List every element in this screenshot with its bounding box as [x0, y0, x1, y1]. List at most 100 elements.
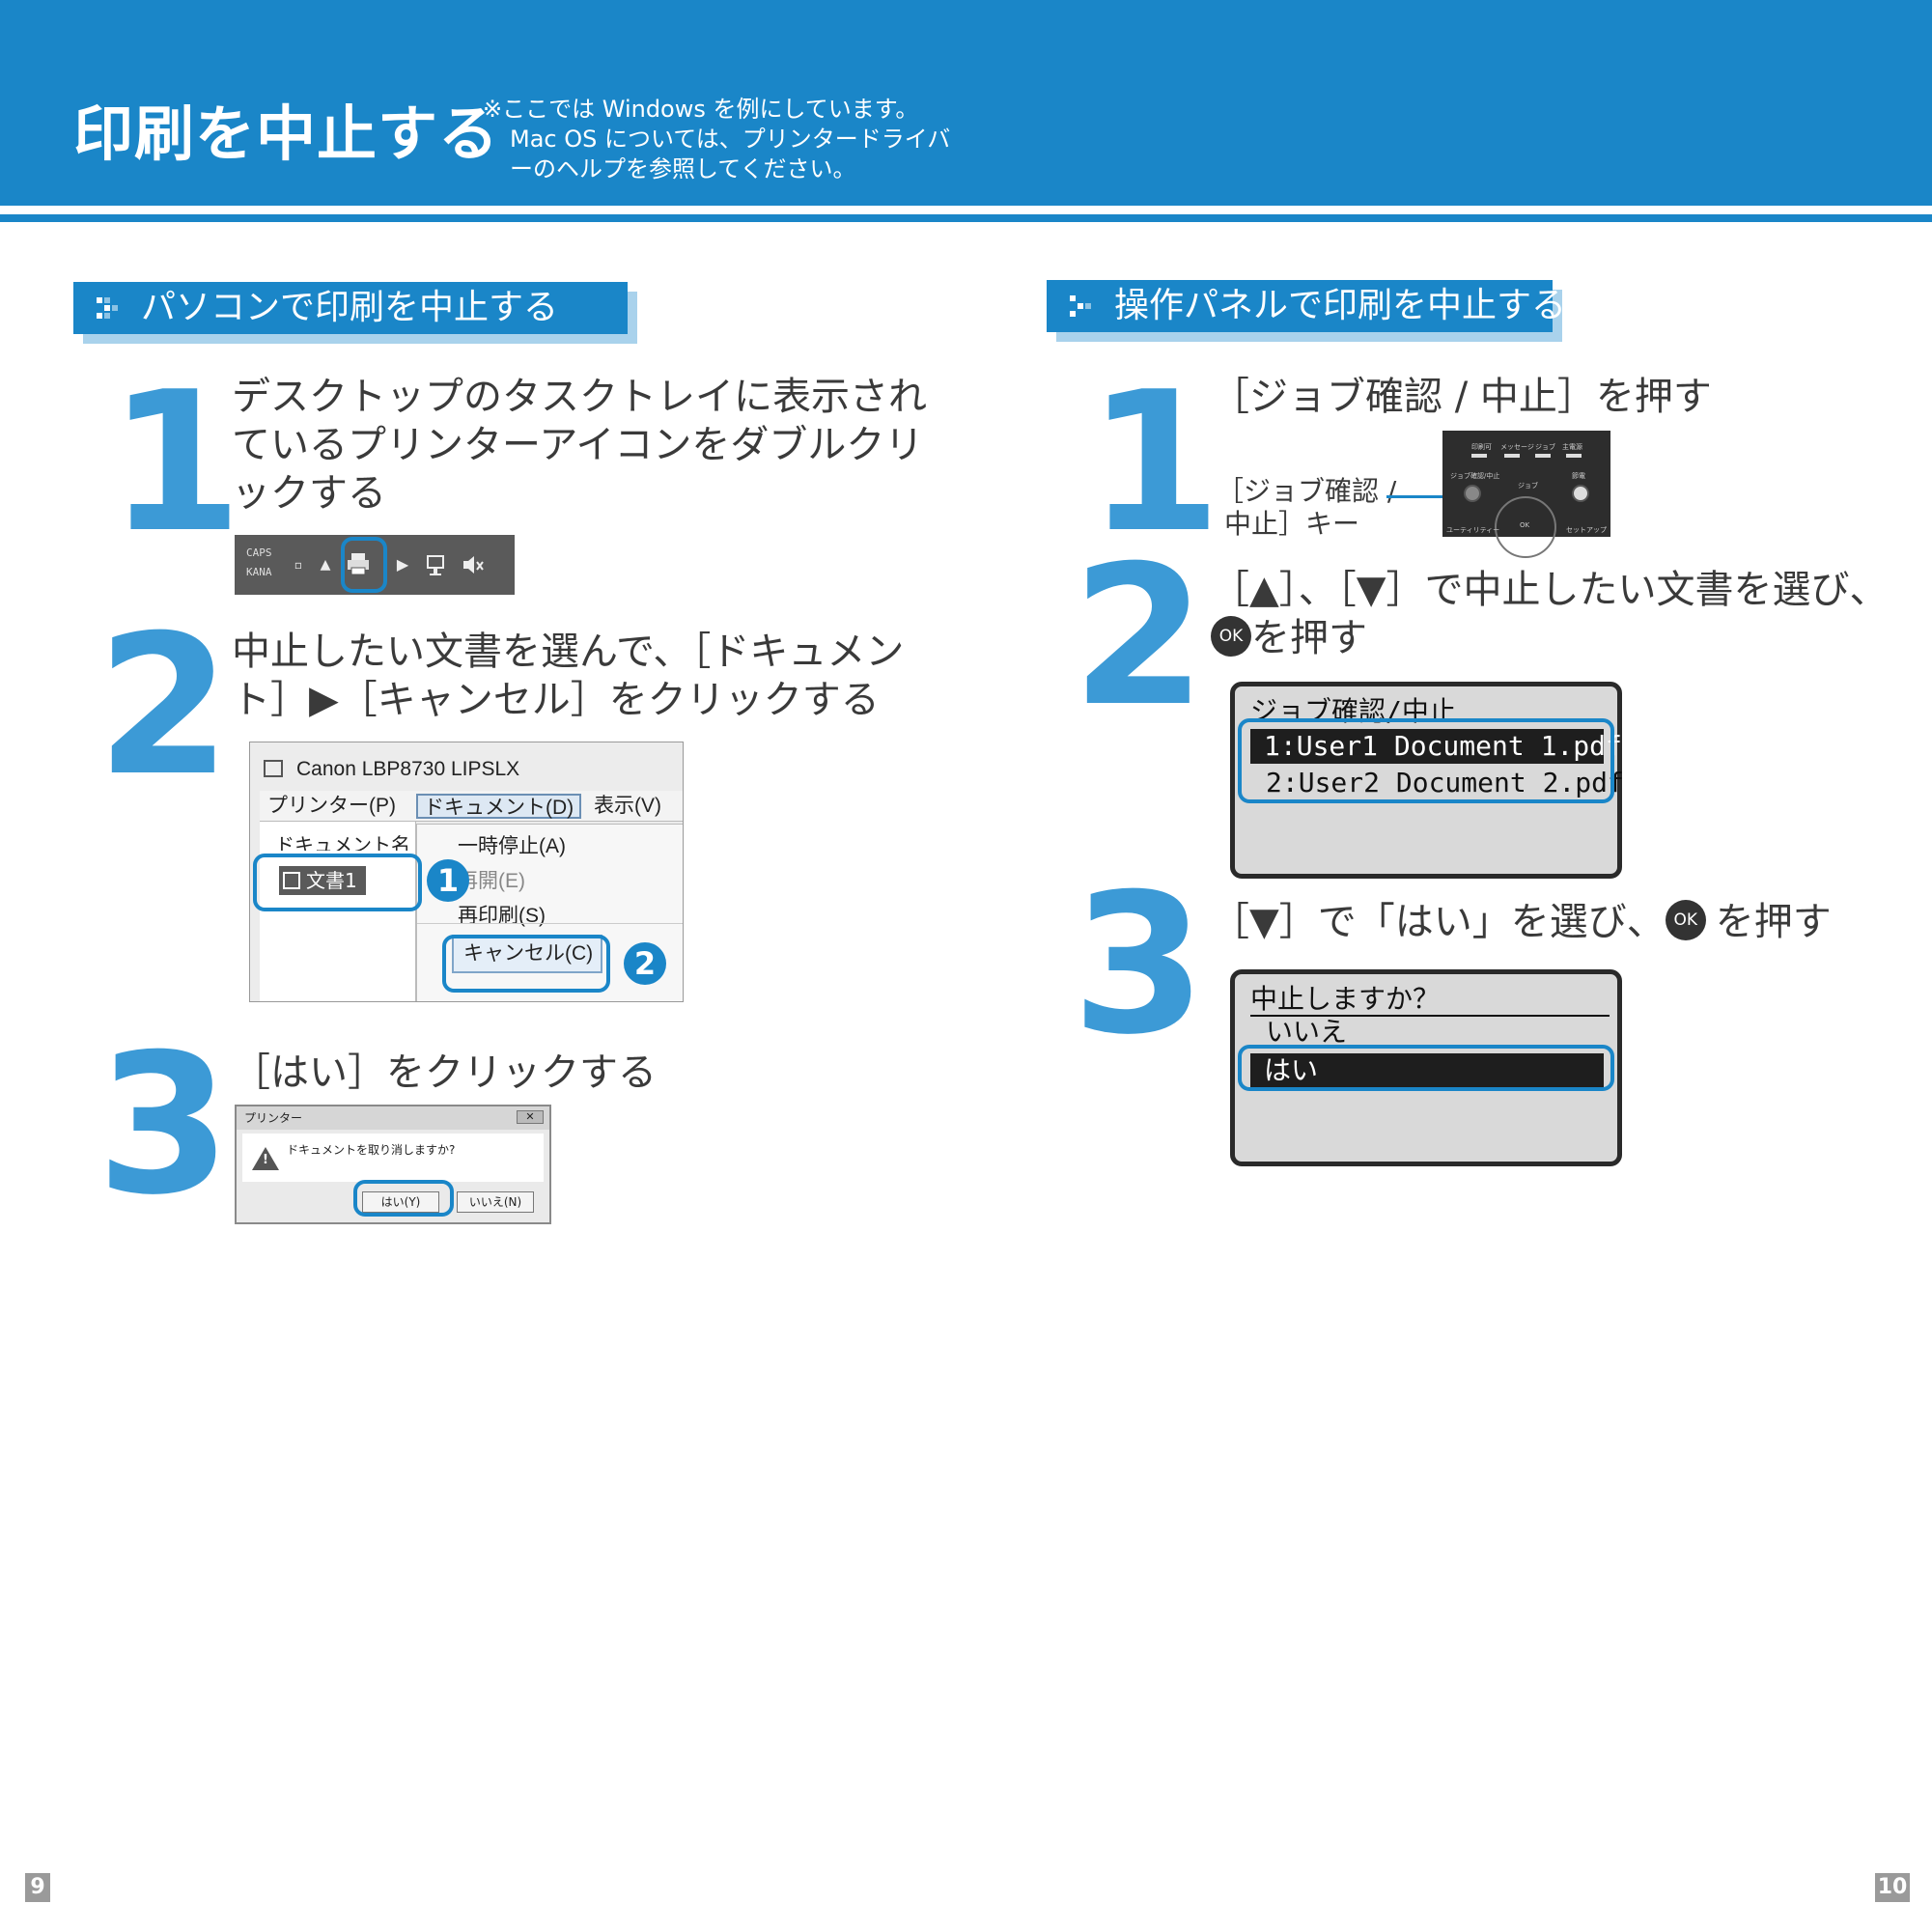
- dialog-body: ! ドキュメントを取り消しますか?: [242, 1134, 544, 1182]
- page-number-left: 9: [25, 1873, 50, 1902]
- menu-view[interactable]: 表示(V): [594, 795, 661, 817]
- printer-icon-highlight: [341, 537, 387, 593]
- document-list: ドキュメント名 文書1: [260, 822, 416, 1001]
- section-title-panel: 操作パネルで印刷を中止する: [1114, 286, 1567, 325]
- lcd-title-confirm: 中止しますか？: [1250, 983, 1441, 1015]
- panel-label-message: メッセージ: [1500, 443, 1534, 451]
- header-note-line1: ※ここでは Windows を例にしています。: [483, 96, 919, 123]
- ok-button-icon: OK: [1665, 900, 1706, 940]
- step-number-1: 1: [108, 350, 243, 575]
- chevron-right-icon: [97, 297, 118, 319]
- confirm-dialog: プリンター ✕ ! ドキュメントを取り消しますか? はい(Y) いいえ(N): [235, 1105, 551, 1224]
- document-row-highlight: [253, 854, 422, 911]
- taskbar-screenshot: CAPS KANA ▫ ▲ ▶: [235, 535, 515, 595]
- right-step-number-1: 1: [1087, 350, 1222, 575]
- step2-line1: 中止したい文書を選んで、［ドキュメン: [232, 630, 905, 674]
- job-key-label-line1: ［ジョブ確認 /: [1217, 475, 1397, 507]
- menu-item-restart[interactable]: 再印刷(S): [458, 905, 546, 927]
- header-note-line3: ーのヘルプを参照してください。: [510, 155, 856, 182]
- panel-label-sleep: 節電: [1572, 472, 1585, 480]
- led-message: [1504, 454, 1520, 458]
- panel-label-job2: ジョブ: [1518, 482, 1538, 490]
- sleep-key[interactable]: [1572, 485, 1589, 502]
- menu-item-resume[interactable]: 再開(E): [458, 870, 525, 892]
- step-number-3: 3: [97, 1013, 232, 1238]
- lcd-confirm: 中止しますか？ いいえ はい: [1230, 969, 1622, 1166]
- document-row-label: 文書1: [306, 869, 357, 892]
- panel-label-ok: OK: [1520, 521, 1530, 529]
- step1-line3: ックする: [232, 471, 386, 516]
- right-step-number-3: 3: [1072, 853, 1207, 1078]
- page-number-right: 10: [1875, 1873, 1910, 1902]
- led-power: [1566, 454, 1582, 458]
- section-head-pc: パソコンで印刷を中止する: [73, 282, 628, 334]
- callout-leader-line: [1386, 495, 1471, 498]
- menu-divider: [417, 923, 683, 924]
- flag-icon: ▶: [396, 555, 409, 574]
- right-step3-text-a: ［▼］で「はい」を選び、: [1211, 900, 1666, 944]
- window-icon: ▫: [294, 558, 303, 572]
- header-bar: [0, 0, 1932, 206]
- page-title: 印刷を中止する: [73, 98, 500, 169]
- right-step-number-2: 2: [1072, 524, 1207, 749]
- lcd-option-yes[interactable]: はい: [1250, 1053, 1604, 1088]
- no-button[interactable]: いいえ(N): [457, 1191, 534, 1213]
- right-step2-line2: を押す: [1251, 616, 1367, 660]
- lcd-row-selected[interactable]: 1:User1 Document 1.pdf: [1250, 729, 1622, 764]
- triangle-up-icon: ▲: [320, 557, 331, 573]
- lcd-underline: [1250, 1015, 1610, 1017]
- ok-button-icon: OK: [1211, 616, 1251, 657]
- right-step2-line1: ［▲］、［▼］で中止したい文書を選び、: [1211, 568, 1889, 612]
- document-row[interactable]: 文書1: [279, 866, 366, 895]
- job-key-label: ［ジョブ確認 / 中止］キー: [1217, 475, 1396, 541]
- menu-document[interactable]: ドキュメント(D): [416, 794, 582, 819]
- dialog-title: プリンター: [244, 1111, 303, 1125]
- lcd-option-no[interactable]: いいえ: [1266, 1016, 1348, 1048]
- led-ready: [1471, 454, 1487, 458]
- panel-label-utility: ユーティリティー: [1446, 526, 1500, 534]
- menu-printer[interactable]: プリンター(P): [267, 795, 396, 817]
- header-note-line2: Mac OS については、プリンタードライバ: [510, 126, 951, 153]
- job-cancel-key[interactable]: [1464, 485, 1481, 502]
- menu-item-cancel[interactable]: キャンセル(C): [452, 935, 602, 973]
- step-number-2: 2: [97, 594, 232, 819]
- lcd-rows-highlight: [1238, 718, 1614, 803]
- step1-line1: デスクトップのタスクトレイに表示され: [232, 375, 927, 419]
- printer-queue-window: Canon LBP8730 LIPSLX プリンター(P) ドキュメント(D) …: [249, 742, 684, 1002]
- close-icon[interactable]: ✕: [517, 1110, 544, 1124]
- callout-number-2: 2: [624, 942, 666, 985]
- panel-label-ready: 印刷可: [1471, 443, 1492, 451]
- led-job: [1535, 454, 1551, 458]
- menu-item-pause[interactable]: 一時停止(A): [458, 835, 566, 857]
- lcd-row[interactable]: 2:User2 Document 2.pdf: [1266, 767, 1624, 798]
- callout-number-1: 1: [427, 859, 469, 902]
- dialog-title-bar: プリンター ✕: [237, 1106, 549, 1130]
- caps-indicator: CAPS: [246, 546, 272, 559]
- mute-speaker-icon: [463, 556, 484, 574]
- control-panel-photo: 印刷可 メッセージ ジョブ 主電源 ジョブ確認/中止 節電 ジョブ ユーティリテ…: [1442, 431, 1610, 558]
- right-step3-text-b: を押す: [1715, 900, 1832, 944]
- step2-text: 中止したい文書を選んで、［ドキュメン ト］▶［キャンセル］をクリックする: [232, 628, 904, 724]
- step1-line2: ているプリンターアイコンをダブルクリ: [232, 423, 924, 467]
- panel-label-job: ジョブ: [1535, 443, 1555, 451]
- job-key-label-line2: 中止］キー: [1224, 508, 1360, 540]
- printer-icon[interactable]: [345, 550, 372, 577]
- dialog-message: ドキュメントを取り消しますか?: [287, 1143, 456, 1157]
- lcd-yes-highlight: [1238, 1045, 1614, 1091]
- network-icon: [427, 555, 444, 575]
- header-divider: [0, 214, 1932, 222]
- section-title-pc: パソコンで印刷を中止する: [141, 288, 559, 327]
- cancel-item-highlight: [442, 935, 610, 993]
- panel-label-job-cancel: ジョブ確認/中止: [1450, 472, 1500, 480]
- dpad-ring[interactable]: [1495, 496, 1556, 558]
- warning-icon: [252, 1147, 279, 1170]
- warning-mark: !: [263, 1153, 268, 1167]
- window-title: Canon LBP8730 LIPSLX: [296, 758, 520, 780]
- header-note: ※ここでは Windows を例にしています。 Mac OS については、プリン…: [483, 95, 985, 184]
- right-step1-text: ［ジョブ確認 / 中止］を押す: [1211, 375, 1712, 419]
- step1-text: デスクトップのタスクトレイに表示され ているプリンターアイコンをダブルクリ ック…: [232, 373, 927, 518]
- yes-button[interactable]: はい(Y): [362, 1191, 439, 1213]
